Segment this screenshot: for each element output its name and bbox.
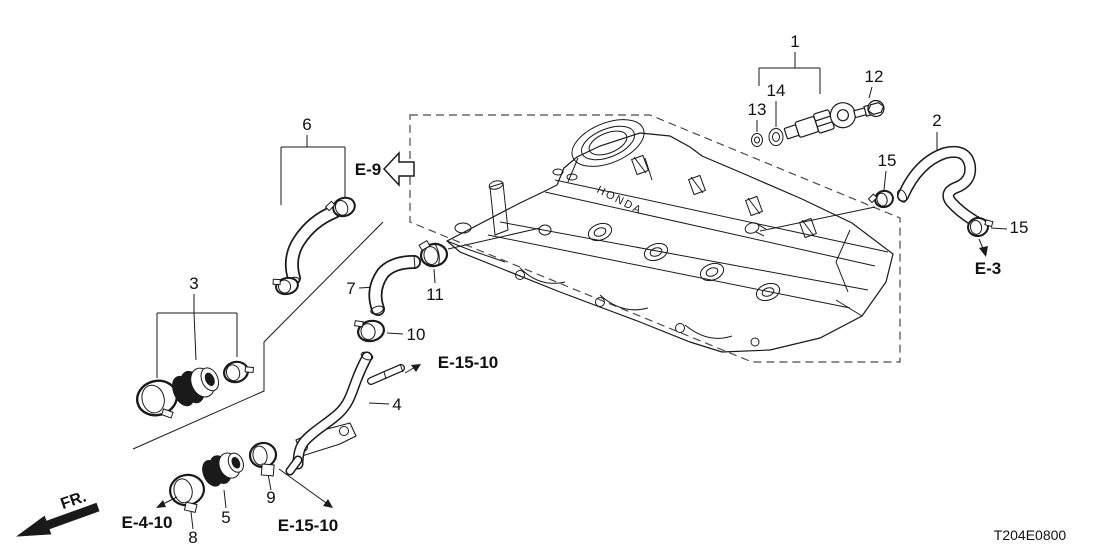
dashed-boundary [409,114,901,363]
ref-e4-10-arrow [156,496,178,508]
part-label-10: 10 [407,325,426,344]
part-label-9: 9 [266,488,275,507]
part-label-15-left: 15 [878,151,897,170]
e9-direction-arrow [382,151,415,187]
part-5-coupling [202,452,244,509]
part-4-pipe [285,351,405,476]
part-label-14: 14 [767,81,786,100]
part-14-washer [768,101,784,146]
valve-cover-drawing: HONDA [445,119,894,353]
ref-e15-10-lower-arrow [278,468,333,508]
part-6-clamp-lower [272,276,299,296]
ref-label-e9: E-9 [355,160,381,179]
leader-clamp11-to-cover [447,227,541,250]
ref-label-e15-10-upper: E-15-10 [438,353,498,372]
part-3-clamp-small [223,360,254,384]
part-12-bolt [853,86,885,119]
part-3-coupling [172,367,220,407]
part-label-11: 11 [426,285,444,304]
breather-port-left [538,224,552,236]
part-label-7: 7 [346,279,355,298]
cover-embossed-text: HONDA [595,184,645,217]
part-label-12: 12 [865,67,884,86]
part-3-clamp-large [135,379,179,419]
ref-e3-arrow [978,238,988,257]
part-7-hose [358,254,421,316]
part-15-clamp-left [867,170,894,209]
ref-label-e4-10: E-4-10 [121,513,172,532]
part-9-clamp [248,441,278,491]
part-3-group [135,294,254,419]
divider-line [132,221,384,450]
part-15-clamp-right [967,216,1008,238]
part-label-2: 2 [932,111,941,130]
part-10-clamp [354,319,404,343]
diagram-code: T204E0800 [994,527,1067,543]
part-label-6: 6 [302,115,311,134]
part-label-5: 5 [221,508,230,527]
front-direction-marker: FR. [16,489,100,537]
ref-e15-10-upper-arrow [404,364,421,374]
part-label-13: 13 [748,100,767,119]
part-label-8: 8 [188,528,197,547]
part-label-3: 3 [189,274,198,293]
part-8-clamp [168,473,206,530]
part-6-clamp-upper [324,196,356,218]
part-6-hose [280,135,346,286]
part-label-4: 4 [392,395,401,414]
breather-port-right [744,222,767,237]
ref-label-e15-10-lower: E-15-10 [278,516,338,535]
part-11-clamp [418,239,449,284]
part-2-hose [896,132,980,226]
part-label-1: 1 [790,32,799,51]
ref-label-e3: E-3 [975,259,1001,278]
part-1-pcv-valve [758,52,857,140]
leader-clamp15a-to-cover [759,206,876,232]
part-label-15-right: 15 [1010,218,1029,237]
part-13-washer [751,120,763,147]
